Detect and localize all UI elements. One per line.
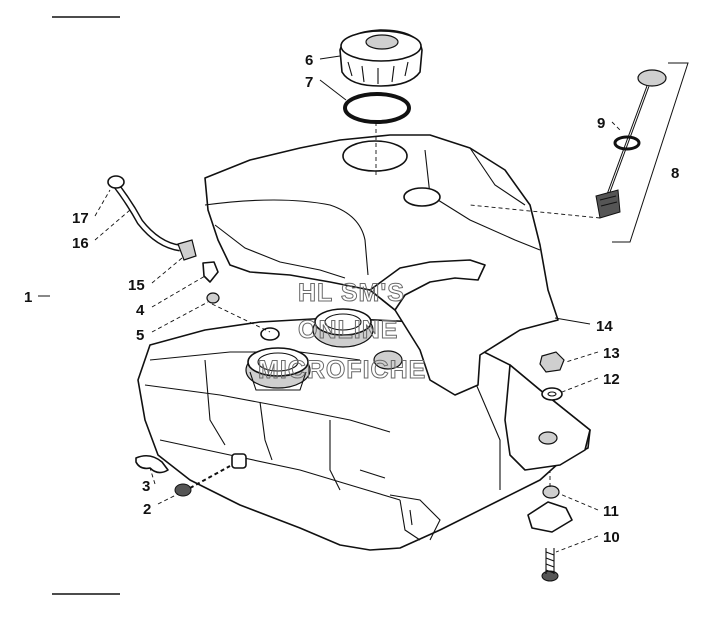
- leader-17: [94, 189, 111, 217]
- leader-2: [157, 493, 179, 505]
- leader-4: [151, 275, 206, 308]
- leader-14: [554, 317, 591, 325]
- watermark: HL SM'S ONLINE MICROFICHE: [258, 279, 426, 385]
- leader-6: [319, 55, 341, 60]
- mounting-screw: [174, 465, 231, 497]
- leader-12: [561, 377, 599, 393]
- leader-5: [151, 301, 209, 333]
- fuel-sender: [595, 69, 667, 219]
- callout-7: 7: [305, 74, 313, 91]
- callout-6: 6: [305, 52, 313, 69]
- callout-16: 16: [72, 235, 89, 252]
- callout-15: 15: [128, 277, 145, 294]
- flat-washer: [541, 387, 563, 401]
- callout-17: 17: [72, 210, 89, 227]
- watermark-line-3: MICROFICHE: [258, 356, 426, 384]
- callout-9: 9: [597, 115, 605, 132]
- leader-16: [94, 209, 131, 241]
- leader-15: [151, 257, 183, 284]
- grommet: [206, 292, 220, 304]
- callout-13: 13: [603, 345, 620, 362]
- mounting-bushing: [231, 453, 247, 469]
- callout-12: 12: [603, 371, 620, 388]
- callout-8: 8: [671, 165, 679, 182]
- callout-3: 3: [142, 478, 150, 495]
- fuel-cap: [339, 29, 423, 87]
- cap-o-ring: [343, 92, 411, 124]
- lock-nut: [539, 351, 565, 373]
- fuel-line: [107, 175, 181, 252]
- elbow-fitting: [202, 261, 219, 283]
- callout-1: 1: [24, 289, 32, 306]
- leader-10: [555, 535, 599, 553]
- leader-3: [149, 467, 156, 485]
- fuel-tank: [137, 317, 591, 551]
- callout-4: 4: [136, 302, 145, 319]
- filler-neck-front: [245, 347, 311, 391]
- watermark-line-1: HL SM'S: [298, 279, 405, 307]
- leader-9: [611, 121, 621, 131]
- leader-13: [565, 351, 599, 363]
- rubber-bushing: [527, 485, 573, 533]
- callout-11: 11: [603, 503, 619, 520]
- leader-7: [319, 79, 347, 101]
- hose-clamp: [177, 239, 197, 261]
- filler-neck-rear: [312, 308, 374, 348]
- seat-shroud: [204, 134, 559, 396]
- fitting-boss: [260, 327, 280, 341]
- mounting-bolt: [541, 548, 559, 582]
- callout-10: 10: [603, 529, 620, 546]
- callout-14: 14: [596, 318, 613, 335]
- callout-bracket-8: [612, 62, 689, 243]
- callout-5: 5: [136, 327, 144, 344]
- pickup-port: [373, 350, 403, 370]
- callout-2: 2: [143, 501, 151, 518]
- bracket-clip: [135, 454, 169, 474]
- watermark-line-2: ONLINE: [298, 316, 398, 344]
